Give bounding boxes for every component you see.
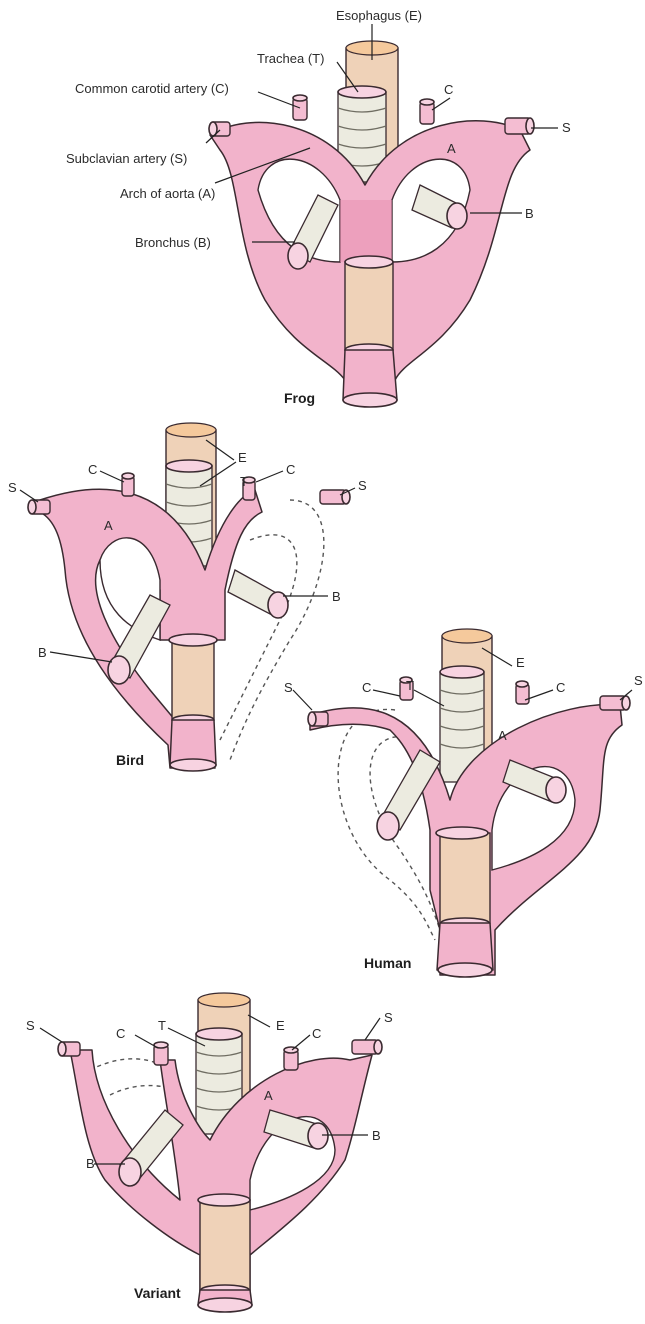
variant-c-label-left: C — [116, 1026, 125, 1041]
human-title: Human — [364, 955, 411, 971]
bird-title: Bird — [116, 752, 144, 768]
bird-descending-aorta — [169, 634, 217, 771]
arch-of-aorta-label: Arch of aorta (A) — [120, 186, 215, 201]
bird-s-label-left: S — [8, 480, 17, 495]
arch-a-label: A — [447, 141, 456, 156]
common-carotid-label: Common carotid artery (C) — [75, 81, 229, 96]
human-a-label: A — [498, 728, 507, 743]
bird-c-label-right: C — [286, 462, 295, 477]
variant-panel: E T C C S S A B B Variant — [26, 993, 393, 1312]
human-c-label-right: C — [556, 680, 565, 695]
human-c-label-left: C — [362, 680, 371, 695]
frog-panel: Esophagus (E) Trachea (T) Common carotid… — [66, 8, 571, 407]
bird-t-label: T — [240, 474, 248, 489]
human-s-label-left: S — [284, 680, 293, 695]
human-s-label-right: S — [634, 673, 643, 688]
frog-title: Frog — [284, 390, 315, 406]
bronchus-b-label-right: B — [525, 206, 534, 221]
bronchus-label: Bronchus (B) — [135, 235, 211, 250]
variant-b-label-right: B — [372, 1128, 381, 1143]
human-e-label: E — [516, 655, 525, 670]
frog-descending-aorta — [343, 256, 397, 407]
human-descending-aorta — [436, 827, 493, 977]
human-panel: E T C C S S A Human — [284, 629, 643, 977]
human-t-label: T — [406, 678, 414, 693]
bird-s-label-right: S — [358, 478, 367, 493]
bird-b-label-left: B — [38, 645, 47, 660]
subclavian-s-label-right: S — [562, 120, 571, 135]
variant-title: Variant — [134, 1285, 181, 1301]
variant-t-label: T — [158, 1018, 166, 1033]
bird-b-label-right: B — [332, 589, 341, 604]
esophagus-label: Esophagus (E) — [336, 8, 422, 23]
bird-a-label: A — [104, 518, 113, 533]
variant-s-label-left: S — [26, 1018, 35, 1033]
trachea-label: Trachea (T) — [257, 51, 324, 66]
variant-s-label-right: S — [384, 1010, 393, 1025]
variant-b-label-left: B — [86, 1156, 95, 1171]
subclavian-label: Subclavian artery (S) — [66, 151, 187, 166]
variant-descending-aorta — [198, 1194, 252, 1312]
variant-a-label: A — [264, 1088, 273, 1103]
variant-c-label-right: C — [312, 1026, 321, 1041]
bird-e-label: E — [238, 450, 247, 465]
carotid-c-label-right: C — [444, 82, 453, 97]
variant-e-label: E — [276, 1018, 285, 1033]
bird-c-label-left: C — [88, 462, 97, 477]
